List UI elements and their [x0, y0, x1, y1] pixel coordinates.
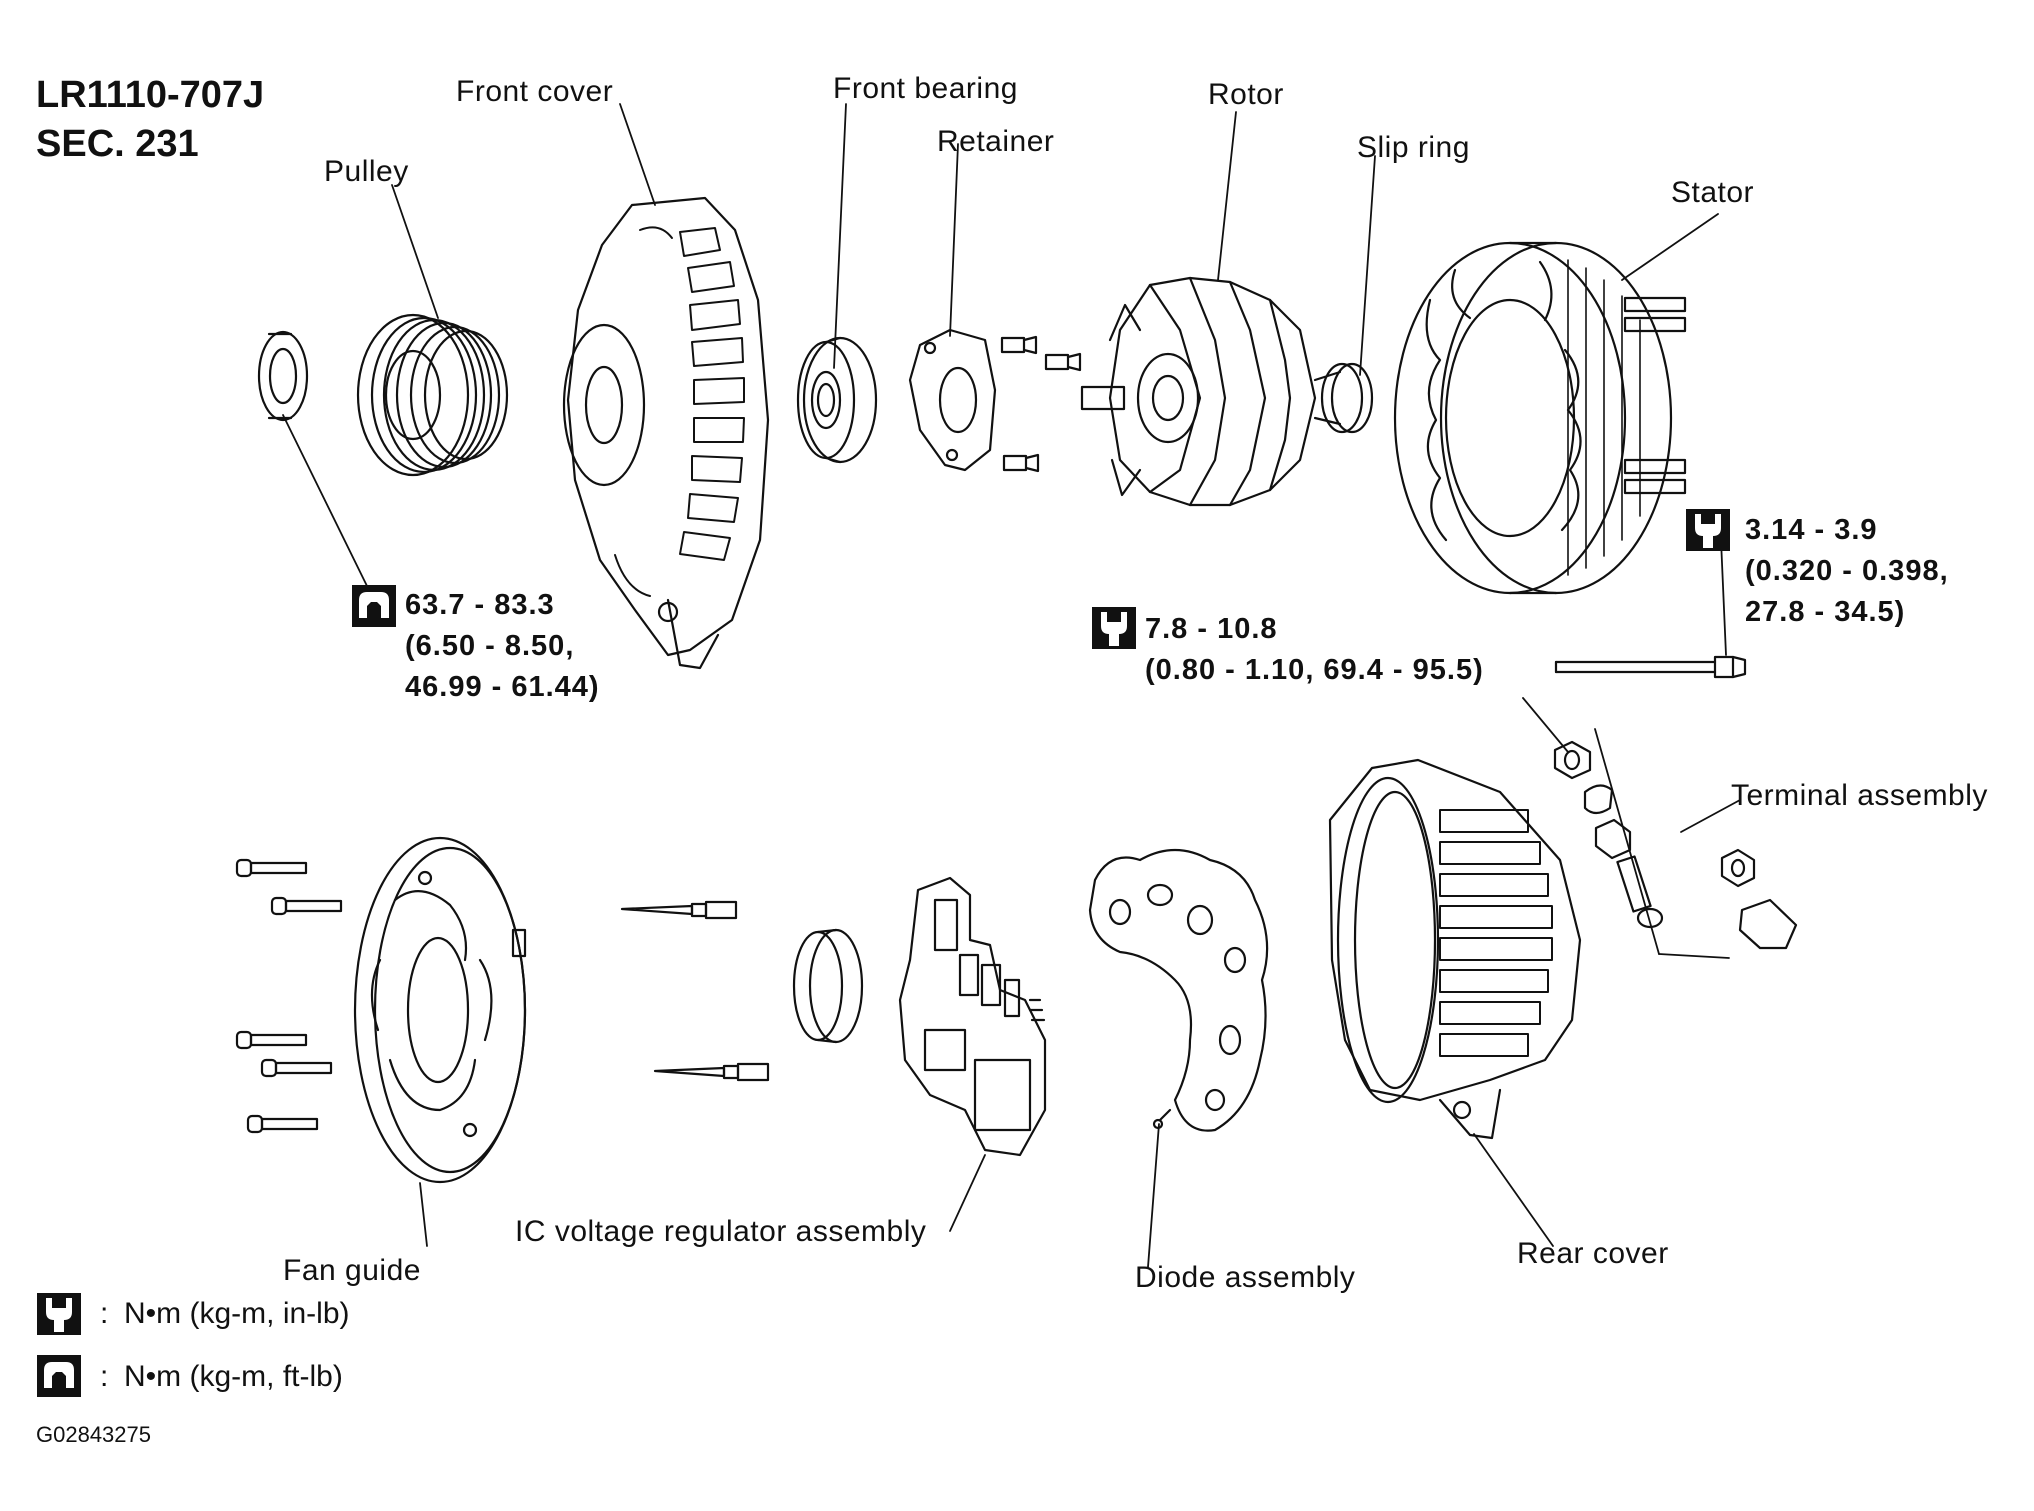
label-ic-voltage-regulator: IC voltage regulator assembly: [515, 1215, 927, 1248]
torque-in-lb-icon: [1686, 509, 1730, 551]
section-number: SEC. 231: [36, 123, 199, 165]
label-rotor: Rotor: [1208, 78, 1284, 111]
torque-in-lb-icon: [37, 1293, 81, 1335]
fan-guide: [353, 836, 527, 1184]
rivets: [620, 900, 770, 1082]
label-rear-cover: Rear cover: [1517, 1237, 1669, 1270]
pulley-nut: [257, 330, 309, 422]
through-bolt: [1554, 655, 1747, 679]
legend-in-lb: N•m (kg-m, in-lb): [124, 1297, 350, 1330]
retainer: [908, 328, 997, 472]
label-slip-ring: Slip ring: [1357, 131, 1470, 164]
torque-ft-lb-icon: [37, 1355, 81, 1397]
label-pulley: Pulley: [324, 155, 409, 188]
stator: [1393, 241, 1687, 595]
retainer-screws: [1000, 335, 1082, 473]
label-fan-guide: Fan guide: [283, 1254, 421, 1287]
front-cover: [562, 196, 770, 670]
figure-code: G02843275: [36, 1422, 151, 1447]
label-retainer: Retainer: [937, 125, 1055, 158]
terminal-parts: [1553, 740, 1798, 950]
diode-assembly: [1088, 849, 1269, 1132]
label-stator: Stator: [1671, 176, 1755, 209]
label-diode-assembly: Diode assembly: [1135, 1261, 1356, 1294]
torque-terminal-line1: 7.8 - 10.8: [1145, 613, 1278, 645]
legend-colon: :: [100, 1297, 109, 1330]
legend-colon: :: [100, 1360, 109, 1393]
torque-in-lb-icon: [1092, 607, 1136, 649]
torque-ft-lb-icon: [352, 585, 396, 627]
pulley: [356, 313, 509, 477]
torque-pulley-line3: 46.99 - 61.44): [405, 671, 600, 703]
model-code: LR1110-707J: [36, 74, 265, 116]
label-terminal-assembly: Terminal assembly: [1731, 779, 1988, 812]
legend-ft-lb: N•m (kg-m, ft-lb): [124, 1360, 343, 1393]
rear-cover: [1328, 758, 1582, 1140]
rotor: [1080, 276, 1374, 507]
torque-terminal-line2: (0.80 - 1.10, 69.4 - 95.5): [1145, 654, 1484, 686]
brush-ring: [792, 928, 864, 1044]
ic-voltage-regulator: [898, 876, 1047, 1157]
torque-bolt-line1: 3.14 - 3.9: [1745, 514, 1878, 546]
front-bearing: [796, 336, 878, 464]
label-front-cover: Front cover: [456, 75, 614, 108]
leader-lines: [282, 103, 1741, 1268]
torque-bolt-line3: 27.8 - 34.5): [1745, 596, 1906, 628]
torque-bolt-line2: (0.320 - 0.398,: [1745, 555, 1949, 587]
torque-pulley-line2: (6.50 - 8.50,: [405, 630, 575, 662]
fan-guide-screws: [235, 858, 343, 1134]
label-front-bearing: Front bearing: [833, 72, 1018, 105]
torque-pulley-line1: 63.7 - 83.3: [405, 589, 555, 621]
